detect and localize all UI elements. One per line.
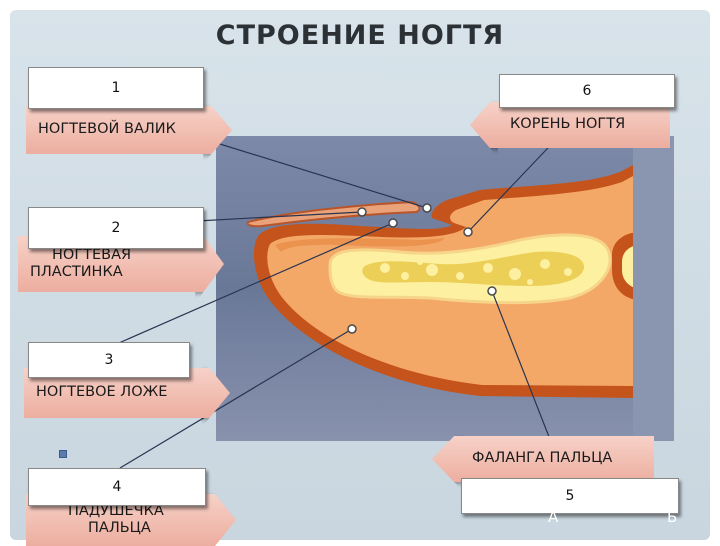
marrow-spots (380, 259, 572, 285)
pointer-lines (111, 129, 566, 469)
label-phalanx: ФАЛАНГА ПАЛЬЦА (432, 436, 654, 482)
label-nail-root-text: КОРЕНЬ НОГТЯ (510, 116, 626, 133)
photo-right-strip (633, 136, 674, 441)
number-box-5: 5 (461, 478, 679, 514)
number-box-3: 3 (28, 342, 190, 378)
number-box-4: 4 (28, 468, 206, 506)
label-phalanx-text: ФАЛАНГА ПАЛЬЦА (472, 450, 613, 467)
number-box-2: 2 (28, 207, 204, 249)
label-finger-pad-line1: ПАДУШЕЧКА (68, 502, 164, 519)
label-nail-root: КОРЕНЬ НОГТЯ (470, 102, 670, 148)
label-nail-plate-line2: ПЛАСТИНКА (30, 264, 123, 280)
corner-letter-b: Б (667, 508, 678, 526)
corner-letter-a: А (548, 508, 559, 526)
label-nail-fold: НОГТЕВОЙ ВАЛИК (26, 106, 232, 154)
pointer-dots (347, 203, 497, 334)
label-nail-plate-line1: НОГТЕВАЯ (52, 246, 132, 263)
slide-title: СТРОЕНИЕ НОГТЯ (215, 20, 505, 51)
number-box-1: 1 (28, 67, 204, 109)
bone-marrow (362, 251, 585, 286)
nail-bed-layer (275, 238, 445, 252)
label-finger-pad-line2: ПАЛЬЦА (88, 520, 151, 536)
label-nail-fold-text: НОГТЕВОЙ ВАЛИК (38, 121, 176, 138)
label-nail-bed-text: НОГТЕВОЕ ЛОЖЕ (36, 384, 168, 401)
bullet-square (59, 450, 67, 458)
number-box-6: 6 (499, 74, 675, 108)
